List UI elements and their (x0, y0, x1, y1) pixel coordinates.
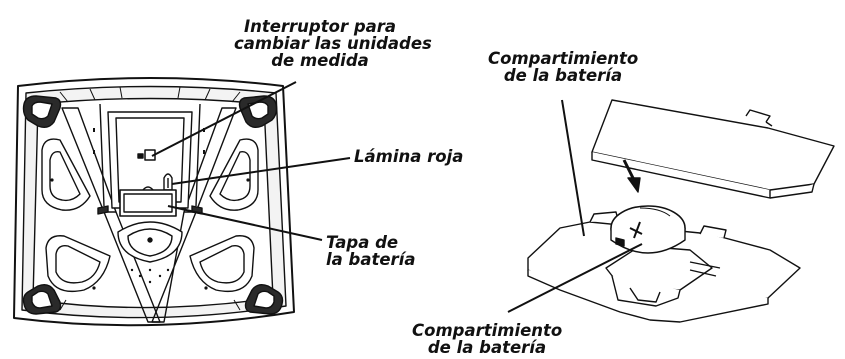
compartment-bottom-label-line1: Compartimiento (412, 321, 563, 340)
red-sheet-label-text: Lámina roja (354, 147, 464, 166)
battery-cover-label-line2: la batería (326, 250, 416, 269)
unit-switch (137, 149, 156, 161)
red-sheet-label: Lámina roja (354, 148, 463, 165)
battery-compartment-exploded (527, 99, 835, 323)
unit-switch-label-line1: Interruptor para (243, 17, 397, 36)
scale-underside (13, 77, 295, 327)
compartment-bottom-label-line2: de la batería (427, 338, 547, 357)
corner-foot-top-right (238, 95, 278, 129)
leader-lines-right (507, 99, 643, 313)
battery-cover-label: Tapa de la batería (326, 234, 416, 268)
coin-battery (610, 205, 686, 254)
unit-switch-label: Interruptor para cambiar las unidades de… (234, 17, 432, 70)
unit-switch-label-line3: de medida (271, 51, 369, 70)
battery-lid (591, 99, 835, 199)
corner-foot-bottom-right (244, 283, 284, 315)
down-arrow (622, 159, 641, 193)
compartment-bottom-label: Compartimiento de la batería (412, 322, 562, 356)
corner-foot-bottom-left (22, 283, 62, 315)
compartment-top-label: Compartimiento de la batería (488, 50, 638, 84)
battery-cover-label-line1: Tapa de (326, 233, 399, 252)
compartment-base (527, 211, 801, 323)
leader-lines-left (151, 81, 351, 241)
compartment-top-label-line2: de la batería (503, 66, 623, 85)
red-sheet-tab (163, 173, 173, 191)
unit-switch-label-line2: cambiar las unidades (234, 34, 432, 53)
corner-foot-top-left (22, 95, 62, 129)
battery-cover-slot (119, 186, 177, 217)
compartment-top-label-line1: Compartimiento (488, 49, 639, 68)
